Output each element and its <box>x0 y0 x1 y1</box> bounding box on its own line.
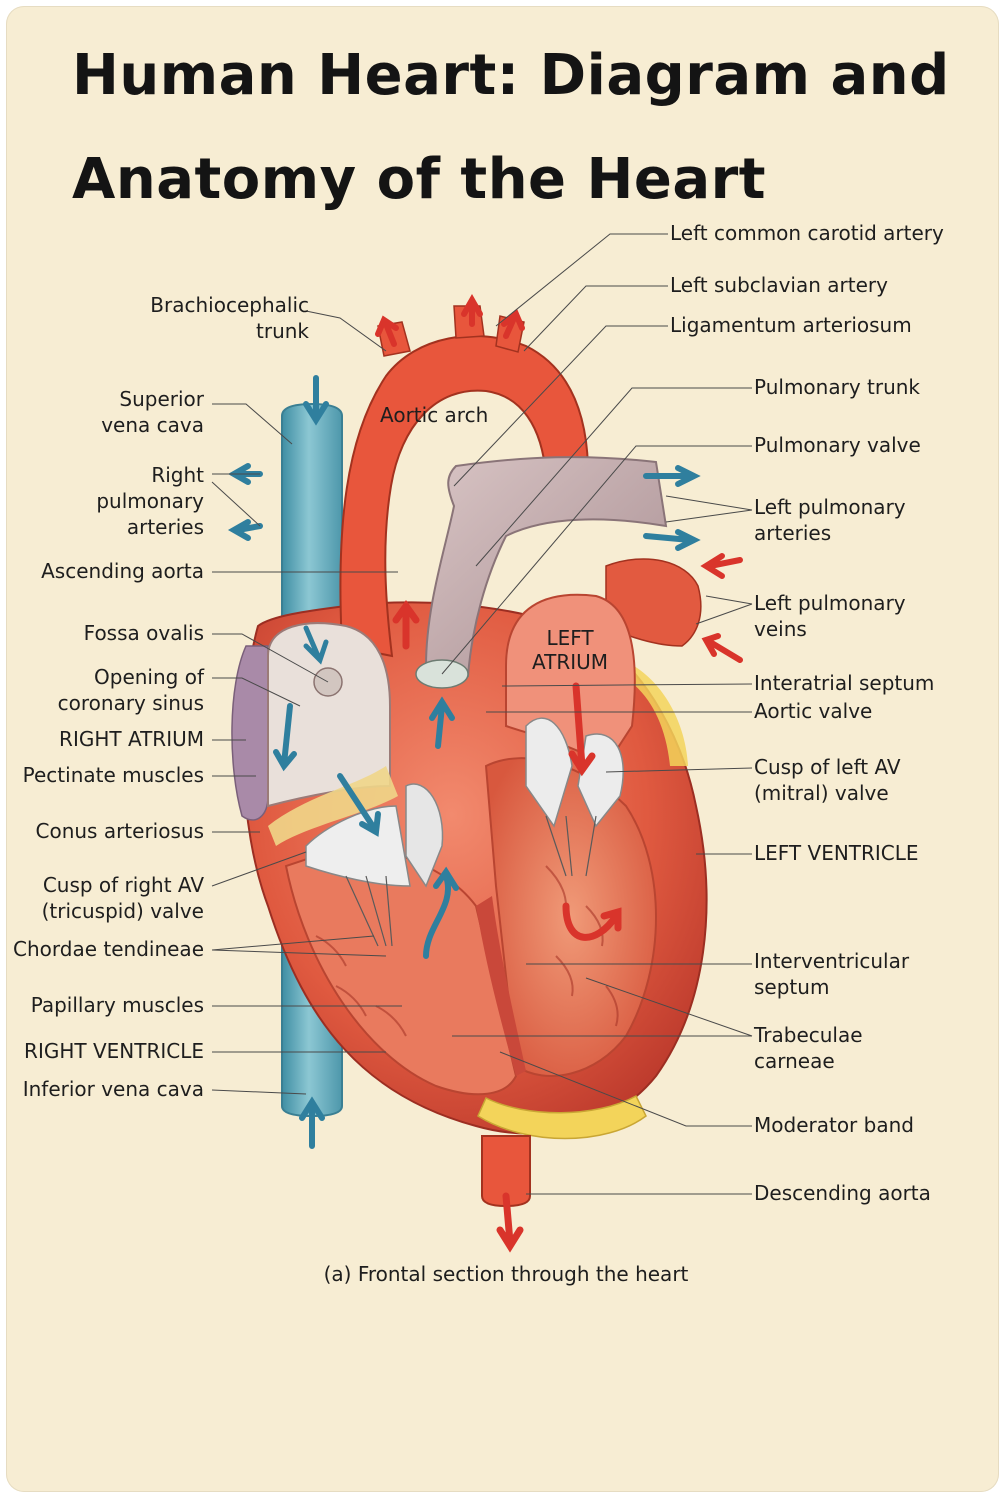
label-right-ventricle: RIGHT VENTRICLE <box>24 1039 204 1063</box>
figure-caption: (a) Frontal section through the heart <box>323 1262 689 1286</box>
label-brachiocephalic-trunk-line-2: trunk <box>256 319 309 343</box>
label-left-pulmonary-veins: Left pulmonary veins <box>754 590 906 642</box>
title-line-2: Anatomy of the Heart <box>72 147 767 212</box>
label-trabeculae-carneae-line-1: Trabeculae <box>754 1023 863 1047</box>
label-cusp-right-av: Cusp of right AV (tricuspid) valve <box>42 872 204 924</box>
label-cusp-right-av-line-1: Cusp of right AV <box>42 873 204 897</box>
label-pulmonary-trunk: Pulmonary trunk <box>754 375 921 399</box>
blood-flow-arrows <box>227 293 743 1253</box>
ventricles-interior <box>284 757 657 1096</box>
label-interventricular-septum-line-2: septum <box>754 975 830 999</box>
page-title: Human Heart: Diagram and Anatomy of the … <box>72 24 950 232</box>
label-fossa-ovalis: Fossa ovalis <box>83 621 204 645</box>
label-right-pulmonary-arteries-line-1: Right <box>151 463 204 487</box>
label-trabeculae-carneae-line-2: carneae <box>754 1049 835 1073</box>
label-conus-arteriosus: Conus arteriosus <box>35 819 205 843</box>
label-cusp-left-av-line-2: (mitral) valve <box>754 781 889 805</box>
label-opening-coronary-sinus: Opening of coronary sinus <box>58 664 204 716</box>
title-line-1: Human Heart: Diagram and <box>72 43 950 108</box>
left-pulmonary-veins <box>605 558 702 647</box>
label-left-pulmonary-arteries-line-2: arteries <box>754 521 832 545</box>
label-left-common-carotid: Left common carotid artery <box>670 221 944 245</box>
label-moderator-band: Moderator band <box>754 1113 914 1137</box>
label-trabeculae-carneae: Trabeculae carneae <box>754 1022 863 1074</box>
label-ligamentum-arteriosum: Ligamentum arteriosum <box>670 313 912 337</box>
label-left-pulmonary-veins-line-2: veins <box>754 617 807 641</box>
label-right-pulmonary-arteries: Right pulmonary arteries <box>96 462 204 540</box>
label-pulmonary-valve: Pulmonary valve <box>754 433 921 457</box>
label-left-pulmonary-veins-line-1: Left pulmonary <box>754 591 906 615</box>
label-left-atrium: LEFT ATRIUM <box>532 626 608 674</box>
leader-lines-right <box>441 233 753 1195</box>
label-aortic-arch: Aortic arch <box>380 403 489 427</box>
leader-lines-left <box>211 310 402 1095</box>
label-brachiocephalic-trunk: Brachiocephalic trunk <box>150 292 309 344</box>
label-superior-vena-cava-line-2: vena cava <box>101 413 204 437</box>
heart-illustration <box>211 233 753 1253</box>
label-cusp-left-av-line-1: Cusp of left AV <box>754 755 901 779</box>
label-left-subclavian: Left subclavian artery <box>670 273 888 297</box>
label-descending-aorta: Descending aorta <box>754 1181 931 1205</box>
label-left-atrium-line-1: LEFT <box>546 626 594 650</box>
label-opening-coronary-sinus-line-2: coronary sinus <box>57 691 204 715</box>
poster: Human Heart: Diagram and Anatomy of the … <box>6 6 999 1492</box>
label-left-pulmonary-arteries: Left pulmonary arteries <box>754 494 906 546</box>
label-cusp-right-av-line-2: (tricuspid) valve <box>41 899 204 923</box>
label-pectinate-muscles: Pectinate muscles <box>22 763 204 787</box>
label-cusp-left-av: Cusp of left AV (mitral) valve <box>754 754 901 806</box>
label-ascending-aorta: Ascending aorta <box>41 559 204 583</box>
label-interventricular-septum-line-1: Interventricular <box>754 949 910 973</box>
label-papillary-muscles: Papillary muscles <box>30 993 204 1017</box>
pulmonary-trunk <box>424 456 668 678</box>
label-superior-vena-cava-line-1: Superior <box>119 387 204 411</box>
label-aortic-valve: Aortic valve <box>754 699 873 723</box>
label-brachiocephalic-trunk-line-1: Brachiocephalic <box>150 293 309 317</box>
label-left-atrium-line-2: ATRIUM <box>532 650 609 674</box>
label-left-ventricle: LEFT VENTRICLE <box>754 841 919 865</box>
label-opening-coronary-sinus-line-1: Opening of <box>94 665 204 689</box>
label-chordae-tendineae: Chordae tendineae <box>13 937 204 961</box>
label-left-pulmonary-arteries-line-1: Left pulmonary <box>754 495 906 519</box>
label-right-atrium: RIGHT ATRIUM <box>59 727 204 751</box>
label-inferior-vena-cava: Inferior vena cava <box>22 1077 204 1101</box>
label-right-pulmonary-arteries-line-3: arteries <box>126 515 204 539</box>
label-superior-vena-cava: Superior vena cava <box>101 386 204 438</box>
label-interventricular-septum: Interventricular septum <box>754 948 909 1000</box>
label-right-pulmonary-arteries-line-2: pulmonary <box>96 489 204 513</box>
label-interatrial-septum: Interatrial septum <box>754 671 935 695</box>
